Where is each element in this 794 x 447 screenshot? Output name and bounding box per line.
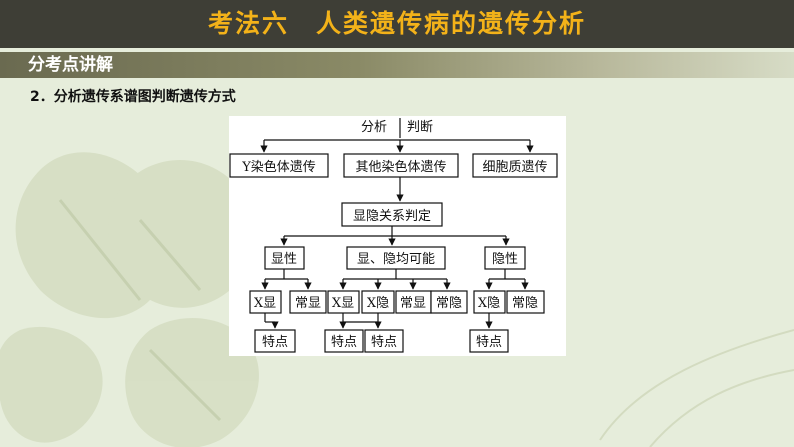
relation-node-either: 显、隐均可能 [346, 246, 446, 270]
mode-label: 常显 [295, 296, 321, 311]
relation-label-recessive: 隐性 [492, 252, 518, 267]
label-judgement: 判断 [407, 120, 433, 135]
type-node-other: 其他染色体遗传 [343, 153, 459, 178]
point-heading: 2．分析遗传系谱图判断遗传方式 [30, 89, 236, 105]
feature-node: 特点 [469, 329, 509, 353]
judge-label: 显隐关系判定 [353, 209, 431, 224]
type-node-y: Y染色体遗传 [229, 153, 329, 178]
section-label: 分考点讲解 [28, 55, 113, 75]
mode-node: X显 [327, 290, 360, 314]
mode-label: X隐 [478, 296, 500, 311]
mode-label: 常隐 [512, 296, 538, 311]
relation-node-recessive: 隐性 [484, 246, 526, 270]
mode-label: X隐 [367, 296, 389, 311]
mode-label: 常隐 [436, 296, 462, 311]
flowchart: 分析 判断 Y染色体遗传 其他染色体遗传 细胞质遗传 显隐关系判定 [229, 118, 558, 353]
section-tab: 分考点讲解 [0, 52, 794, 78]
flowchart-panel: 分析 判断 Y染色体遗传 其他染色体遗传 细胞质遗传 显隐关系判定 [229, 116, 566, 356]
mode-node: 常隐 [430, 290, 468, 314]
type-label-other: 其他染色体遗传 [355, 159, 446, 175]
judge-node: 显隐关系判定 [341, 202, 443, 227]
type-label-y: Y染色体遗传 [241, 159, 316, 175]
mode-label: X显 [254, 296, 276, 311]
feature-label: 特点 [331, 335, 357, 350]
mode-node: 常显 [289, 290, 327, 314]
relation-node-dominant: 显性 [264, 246, 305, 270]
relation-label-either: 显、隐均可能 [357, 252, 435, 267]
type-node-cytoplasm: 细胞质遗传 [472, 153, 558, 178]
mode-node: X显 [249, 290, 282, 314]
mode-node: X隐 [473, 290, 506, 314]
label-analysis: 分析 [361, 120, 387, 135]
mode-node: 常显 [395, 290, 432, 314]
mode-label: X显 [332, 296, 354, 311]
feature-node: 特点 [324, 329, 364, 353]
relation-label-dominant: 显性 [271, 252, 297, 267]
mode-node: X隐 [361, 290, 395, 314]
mode-label: 常显 [400, 296, 426, 311]
type-label-cytoplasm: 细胞质遗传 [482, 160, 547, 175]
feature-label: 特点 [371, 335, 397, 350]
mode-node: 常隐 [506, 290, 545, 314]
feature-node: 特点 [254, 329, 296, 353]
page-title: 考法六 人类遗传病的遗传分析 [207, 9, 586, 38]
feature-label: 特点 [262, 335, 288, 350]
feature-label: 特点 [476, 335, 502, 350]
title-bar [0, 0, 794, 48]
feature-node: 特点 [364, 329, 404, 353]
